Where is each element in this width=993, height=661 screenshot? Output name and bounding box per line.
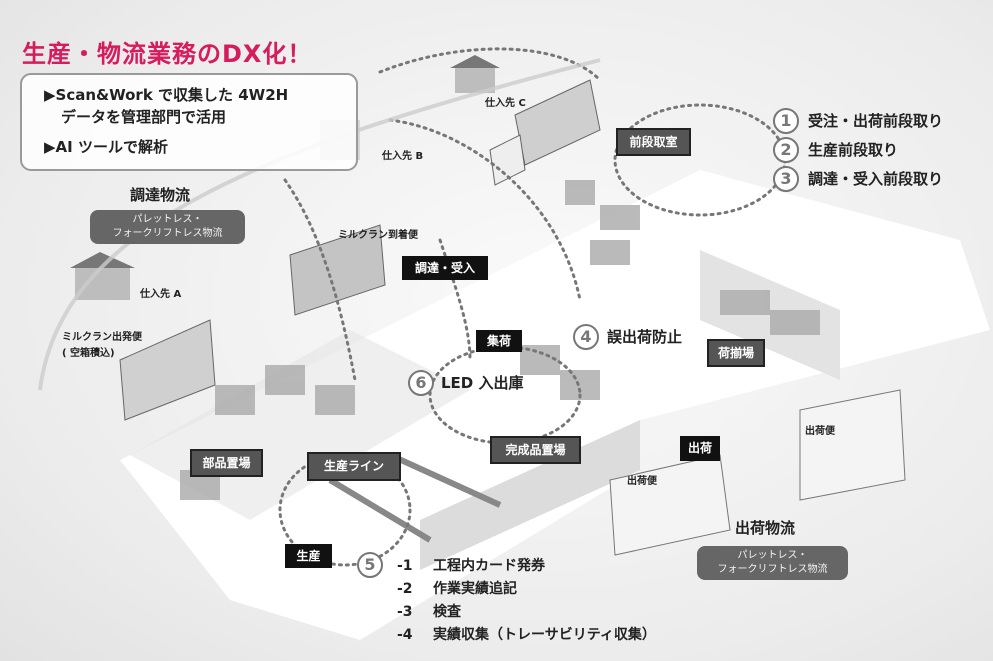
procurement-pill: パレットレス・ フォークリフトレス物流 <box>90 210 245 244</box>
tag-finished-goods: 完成品置場 <box>490 436 581 464</box>
point-6-badge: 6 <box>408 370 434 396</box>
tag-production-line: 生産ライン <box>307 452 401 481</box>
step-number: -2 <box>397 581 413 597</box>
info-line-2: データを管理部門で活用 <box>61 108 227 126</box>
pill-line-2: フォークリフトレス物流 <box>717 564 828 575</box>
point-2-label: 生産前段取り <box>808 141 899 159</box>
procurement-heading: 調達物流 <box>130 186 191 204</box>
point-2-badge: 2 <box>773 137 799 163</box>
point-4-label: 誤出荷防止 <box>607 328 683 346</box>
point-5-badge: 5 <box>357 552 383 578</box>
step-item: -3 検査 <box>397 601 656 624</box>
supplier-c-label: 仕入先 C <box>485 98 526 109</box>
step-label: 工程内カード発券 <box>433 558 545 574</box>
page-title: 生産・物流業務のDX化！ <box>22 40 313 68</box>
supplier-b-label: 仕入先 B <box>382 151 424 162</box>
pill-line-2: フォークリフトレス物流 <box>112 228 223 239</box>
step-number: -4 <box>397 627 413 643</box>
point-1-badge: 1 <box>773 108 799 134</box>
supplier-a-label: 仕入先 A <box>140 289 182 300</box>
point-4-badge: 4 <box>573 324 599 350</box>
shipping-logistics-pill: パレットレス・ フォークリフトレス物流 <box>697 546 848 580</box>
step-item: -4 実績収集（トレーサビリティ収集） <box>397 624 656 647</box>
tag-shipping: 出荷 <box>680 436 720 461</box>
info-line-1: ▶Scan&Work で収集した 4W2H <box>44 86 289 104</box>
tag-collection: 集荷 <box>476 330 522 352</box>
step-label: 実績収集（トレーサビリティ収集） <box>433 627 656 643</box>
shipping-truck-label-1: 出荷便 <box>627 476 657 487</box>
production-steps: -1 工程内カード発券 -2 作業実績追記 -3 検査 -4 実績収集（トレーサビリティ… <box>397 555 656 647</box>
milkrun-arrival-label: ミルクラン到着便 <box>338 230 418 241</box>
point-3-badge: 3 <box>773 166 799 192</box>
tag-prep-room: 前段取室 <box>616 128 691 156</box>
pill-line-1: パレットレス・ <box>737 550 808 561</box>
tag-production: 生産 <box>285 544 332 568</box>
step-label: 作業実績追記 <box>433 581 517 597</box>
shipping-truck-label-2: 出荷便 <box>805 426 835 437</box>
point-6-label: LED 入出庫 <box>441 374 524 392</box>
pill-line-1: パレットレス・ <box>132 214 203 225</box>
step-item: -1 工程内カード発券 <box>397 555 656 578</box>
trucks <box>119 79 906 556</box>
milkrun-departure-note: ( 空箱積込) <box>62 348 115 359</box>
step-number: -1 <box>397 558 413 574</box>
step-label: 検査 <box>433 604 461 620</box>
tag-receiving: 調達・受入 <box>402 256 488 280</box>
info-line-3: ▶AI ツールで解析 <box>44 138 168 156</box>
shipping-logistics-heading: 出荷物流 <box>735 519 796 537</box>
tag-parts: 部品置場 <box>190 449 263 477</box>
tag-staging: 荷揃場 <box>707 339 765 367</box>
wall <box>420 420 640 570</box>
step-number: -3 <box>397 604 413 620</box>
logistics-arrow <box>38 58 601 391</box>
step-item: -2 作業実績追記 <box>397 578 656 601</box>
milkrun-departure-label: ミルクラン出発便 <box>62 332 142 343</box>
point-3-label: 調達・受入前段取り <box>808 170 944 188</box>
point-1-label: 受注・出荷前段取り <box>808 112 944 130</box>
info-box: ▶Scan&Work で収集した 4W2H データを管理部門で活用 ▶AI ツー… <box>20 73 358 171</box>
conveyor-lines <box>328 452 502 543</box>
